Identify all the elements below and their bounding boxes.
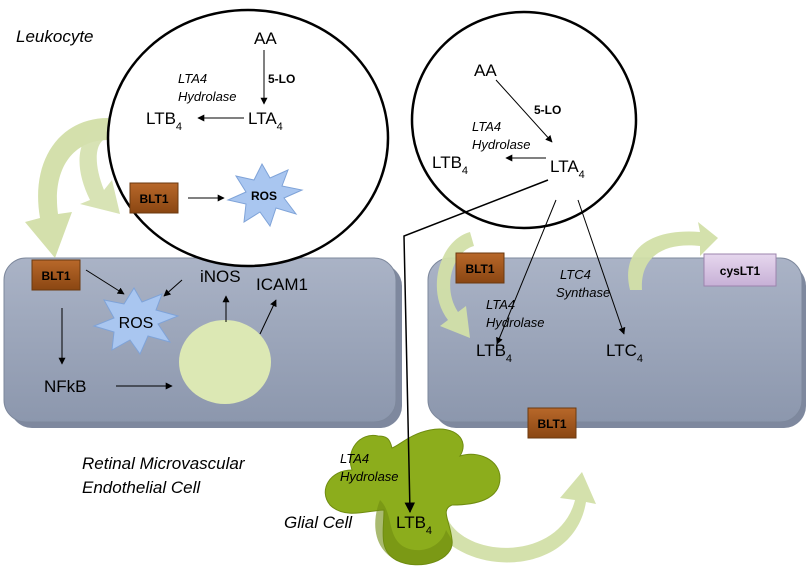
- blt1-label: BLT1: [41, 269, 70, 283]
- blt1-label: BLT1: [537, 417, 566, 431]
- ros-burst-leukocyte: ROS: [226, 162, 304, 228]
- ros-burst-endothelial: ROS: [92, 287, 180, 356]
- arrows-leukocyte: [188, 50, 268, 202]
- ltc4-synthase-label: LTC4: [560, 267, 591, 282]
- lta4-hydrolase-label: LTA4: [472, 119, 501, 134]
- lta4-hydrolase-label: LTA4: [340, 451, 369, 466]
- blt1-label: BLT1: [465, 262, 494, 276]
- leukocyte-cell: [106, 8, 390, 268]
- arrows-endothelial-left: [58, 269, 277, 390]
- icam1-label: ICAM1: [256, 275, 308, 294]
- blt1-receptor-endothelial-left: BLT1: [31, 259, 81, 291]
- blt1-label: BLT1: [139, 192, 168, 206]
- retinal-cell-label: Retinal Microvascular: [82, 454, 246, 473]
- lta4-label: LTA4: [248, 109, 283, 133]
- lta4-hydrolase-label-2: Hydrolase: [472, 137, 531, 152]
- aa-label: AA: [474, 61, 497, 80]
- lta4-hydrolase-label: LTA4: [178, 71, 207, 86]
- 5lo-label: 5-LO: [534, 103, 561, 117]
- nucleus: [179, 320, 271, 404]
- inos-label: iNOS: [200, 267, 241, 286]
- ltc4-synthase-label-2: Synthase: [556, 285, 610, 300]
- ltb4-label: LTB4: [432, 153, 468, 177]
- lta4-hydrolase-label-2: Hydrolase: [178, 89, 237, 104]
- retinal-cell-label-2: Endothelial Cell: [82, 478, 201, 497]
- cyslt1-receptor: cysLT1: [703, 253, 777, 287]
- ros-label: ROS: [119, 315, 154, 332]
- nfkb-label: NFkB: [44, 377, 87, 396]
- lta4-hydrolase-label-2: Hydrolase: [340, 469, 399, 484]
- arrows-second-cell: [403, 79, 626, 514]
- blt1-receptor-endothelial-right-bottom: BLT1: [527, 407, 577, 439]
- ltc4-label: LTC4: [606, 341, 643, 365]
- leukocyte-label: Leukocyte: [16, 27, 94, 46]
- 5lo-label: 5-LO: [268, 72, 295, 86]
- curved-arrow-cyslt1: [628, 222, 718, 290]
- second-leukocyte-cell: [410, 10, 638, 230]
- blt1-receptor-leukocyte: BLT1: [129, 182, 179, 214]
- aa-label: AA: [254, 29, 277, 48]
- cyslt1-label: cysLT1: [720, 264, 761, 278]
- lta4-hydrolase-label-2: Hydrolase: [486, 315, 545, 330]
- glial-cell-label: Glial Cell: [284, 513, 353, 532]
- ltb4-label: LTB4: [396, 513, 432, 537]
- curved-arrow-right-blt1: [436, 232, 474, 338]
- curved-arrow-leukocyte-to-blt1: [25, 118, 120, 258]
- glial-cell: [324, 428, 501, 566]
- ltb4-label: LTB4: [476, 341, 512, 365]
- lta4-hydrolase-label: LTA4: [486, 297, 515, 312]
- ltb4-label: LTB4: [146, 109, 182, 133]
- endothelial-cell-right: [427, 257, 806, 428]
- ros-label: ROS: [251, 189, 277, 203]
- curved-arrow-glial-to-blt1: [436, 472, 596, 563]
- blt1-receptor-endothelial-right-top: BLT1: [455, 252, 505, 284]
- lta4-label: LTA4: [550, 157, 585, 181]
